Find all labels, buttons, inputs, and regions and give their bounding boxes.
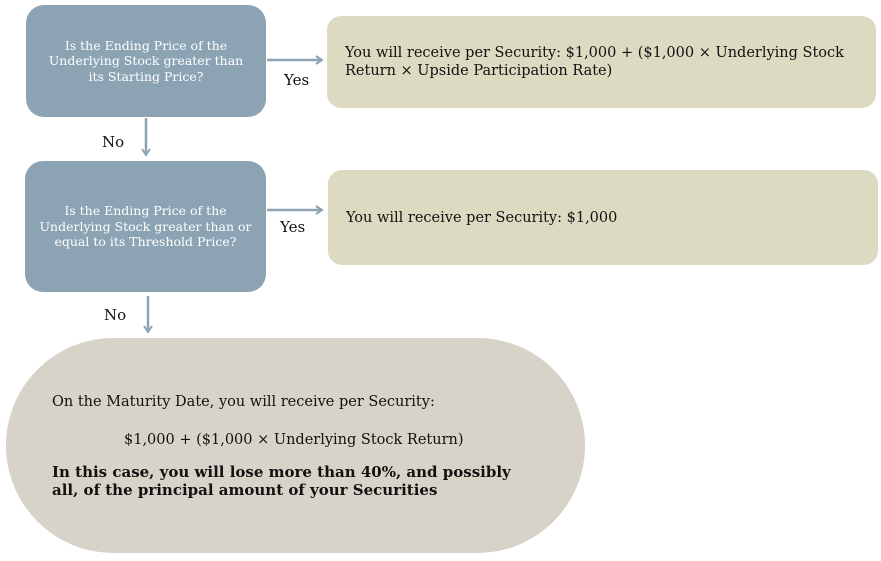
no-label-2: No — [104, 306, 127, 324]
question-box-2: Is the Ending Price of the Underlying St… — [25, 161, 266, 292]
question-text-2: Is the Ending Price of the Underlying St… — [39, 203, 252, 250]
final-warning-text: In this case, you will lose more than 40… — [52, 462, 511, 499]
final-intro-text: On the Maturity Date, you will receive p… — [52, 393, 435, 410]
yes-label-2: Yes — [280, 218, 306, 236]
outcome-box-1: You will receive per Security: $1,000 + … — [327, 16, 876, 108]
yes-label-1: Yes — [284, 71, 310, 89]
final-formula-text: $1,000 + ($1,000 × Underlying Stock Retu… — [124, 431, 464, 448]
outcome-box-2: You will receive per Security: $1,000 — [328, 170, 878, 265]
no-label-1: No — [102, 133, 125, 151]
question-box-1: Is the Ending Price of the Underlying St… — [26, 5, 266, 117]
outcome-text-2: You will receive per Security: $1,000 — [346, 209, 618, 226]
outcome-text-1: You will receive per Security: $1,000 + … — [345, 45, 844, 79]
question-text-1: Is the Ending Price of the Underlying St… — [48, 37, 244, 84]
final-outcome-box: On the Maturity Date, you will receive p… — [6, 338, 585, 553]
